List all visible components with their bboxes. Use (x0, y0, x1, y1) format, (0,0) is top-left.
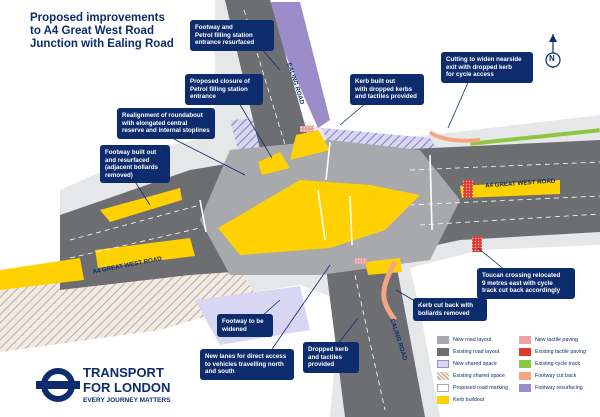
north-arrow: N (538, 34, 568, 74)
title-line-2: to A4 Great West Road (30, 25, 154, 37)
title-line-1: Proposed improvements (30, 12, 165, 24)
central-reserve (218, 180, 420, 255)
legend-swatch (437, 335, 449, 344)
tfl-logo: TRANSPORT FOR LONDON EVERY JOURNEY MATTE… (36, 363, 216, 413)
compass-icon (545, 34, 561, 68)
legend-item: Proposed road marking (437, 383, 508, 392)
callout-realignment: Realignment of roundabout with elongated… (117, 108, 215, 139)
legend-swatch (437, 347, 449, 356)
compass-letter: N (549, 54, 555, 63)
map-title: Proposed improvements to A4 Great West R… (30, 12, 230, 51)
callout-footway-petrol: Footway and Petrol filling station entra… (190, 20, 274, 51)
legend-item: Footway cut back (519, 371, 576, 380)
legend-swatch (437, 371, 449, 380)
callout-kerb-cut: Kerb cut back with bollards removed (413, 298, 487, 322)
legend: New road layout Existing road layout New… (437, 335, 597, 415)
callout-closure: Proposed closure of Petrol filling stati… (185, 74, 263, 105)
logo-line-1: TRANSPORT (83, 365, 164, 380)
legend-swatch (437, 395, 449, 404)
legend-item: New tactile paving (519, 335, 578, 344)
callout-new-lanes: New lanes for direct access to vehicles … (200, 349, 294, 380)
logo-line-2: FOR LONDON (83, 380, 171, 395)
legend-swatch (437, 383, 449, 392)
legend-item: New road layout (437, 335, 491, 344)
callout-kerb-north: Kerb built out with dropped kerbs and ta… (350, 74, 424, 105)
legend-swatch (519, 359, 531, 368)
legend-item: Existing shared space (437, 371, 505, 380)
legend-item: Existing cycle track (519, 359, 580, 368)
legend-swatch (519, 371, 531, 380)
callout-toucan: Toucan crossing relocated 9 metres east … (477, 268, 575, 299)
callout-footway-built: Footway built out and resurfaced (adjace… (100, 145, 170, 184)
legend-item: New shared space (437, 359, 497, 368)
callout-dropped-kerb: Dropped kerb and tactiles provided (303, 342, 359, 373)
legend-item: Kerb buildout (437, 395, 484, 404)
legend-item: Existing road layout (437, 347, 499, 356)
legend-swatch (519, 335, 531, 344)
callout-footway-widened: Footway to be widened (217, 314, 273, 338)
title-line-3: Junction with Ealing Road (30, 38, 174, 50)
callout-cutting: Cutting to widen nearside exit with drop… (441, 52, 533, 83)
legend-swatch (519, 347, 531, 356)
legend-swatch (519, 383, 531, 392)
legend-item: Footway resurfacing (519, 383, 583, 392)
legend-item: Existing tactile paving (519, 347, 586, 356)
roundel-icon (36, 368, 80, 402)
logo-line-3: EVERY JOURNEY MATTERS (83, 397, 171, 404)
legend-swatch (437, 359, 449, 368)
